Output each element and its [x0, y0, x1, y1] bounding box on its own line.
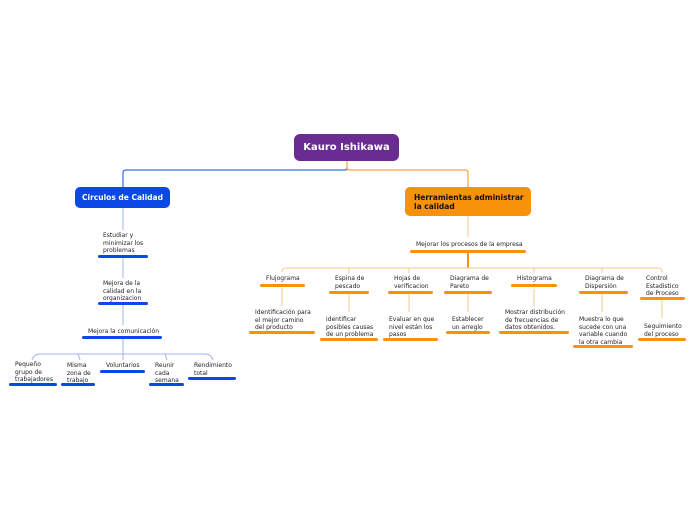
tool-dispersion-detail[interactable]: Muestra lo que sucede con una variable c… — [579, 316, 628, 346]
node-mejora-comunicacion[interactable]: Mejora la comunicación — [88, 328, 160, 335]
node-underline — [98, 255, 148, 258]
node-underline — [100, 370, 145, 373]
tool-diagrama-dispersion[interactable]: Diagrama de Dispersión — [585, 275, 624, 290]
tool-espina-detail[interactable]: identificar posibles causas de un proble… — [326, 316, 374, 338]
tool-flujograma-detail[interactable]: Identificación para el mejor camino del … — [255, 309, 311, 331]
node-underline — [149, 383, 184, 386]
tool-hojas-verificacion[interactable]: Hojas de verificacion — [394, 275, 429, 290]
node-mejora-calidad[interactable]: Mejora de la calidad en la organizacion — [103, 280, 142, 302]
node-underline — [388, 291, 433, 294]
node-voluntarios[interactable]: Voluntarios — [106, 362, 140, 369]
node-underline — [410, 250, 526, 253]
node-misma-zona[interactable]: Misma zona de trabajo — [67, 362, 91, 384]
tool-flujograma[interactable]: Flujograma — [266, 275, 300, 282]
node-underline — [638, 338, 686, 341]
node-underline — [640, 297, 685, 300]
node-underline — [511, 284, 557, 287]
tool-control-detail[interactable]: Seguimiento del proceso — [644, 323, 682, 338]
branch-herramientas[interactable]: Herramientas administrar la calidad — [405, 187, 531, 216]
node-underline — [9, 383, 57, 386]
node-underline — [446, 331, 490, 334]
node-underline — [383, 338, 438, 341]
tool-pareto-detail[interactable]: Establecer un arreglo — [452, 316, 484, 331]
node-reunir[interactable]: Reunir cada semana — [155, 362, 179, 384]
tool-histograma[interactable]: Histograma — [517, 275, 552, 282]
node-underline — [61, 383, 95, 386]
node-rendimiento[interactable]: Rendimiento total — [194, 362, 232, 377]
tool-histograma-detail[interactable]: Mostrar distribución de frecuencias de d… — [505, 309, 565, 331]
branch-label: Circulos de Calidad — [82, 193, 163, 202]
node-underline — [573, 345, 633, 348]
tool-control-estadistico[interactable]: Control Estadistico de Proceso — [646, 275, 679, 297]
tool-hojas-detail[interactable]: Evaluar en que nivel están los pasos — [389, 316, 435, 338]
node-underline — [329, 291, 369, 294]
root-node[interactable]: Kauro Ishikawa — [294, 134, 399, 161]
node-underline — [260, 284, 305, 287]
tool-diagrama-pareto[interactable]: Diagrama de Pareto — [450, 275, 489, 290]
node-underline — [249, 331, 315, 334]
node-underline — [499, 331, 569, 334]
branch-label: Herramientas administrar la calidad — [414, 192, 524, 211]
node-underline — [320, 338, 378, 341]
node-pequeno-grupo[interactable]: Pequeño grupo de trabajadores — [15, 361, 53, 383]
branch-circulos-calidad[interactable]: Circulos de Calidad — [75, 187, 170, 208]
node-underline — [98, 302, 148, 305]
node-mejorar-procesos[interactable]: Mejorar los procesos de la empresa — [416, 241, 523, 248]
tool-espina-pescado[interactable]: Espina de pescado — [335, 275, 365, 290]
node-underline — [188, 377, 236, 380]
node-underline — [82, 336, 162, 339]
node-estudiar[interactable]: Estudiar y minimizar los problemas — [103, 232, 144, 254]
node-underline — [444, 291, 492, 294]
node-underline — [579, 291, 628, 294]
root-label: Kauro Ishikawa — [303, 142, 390, 153]
